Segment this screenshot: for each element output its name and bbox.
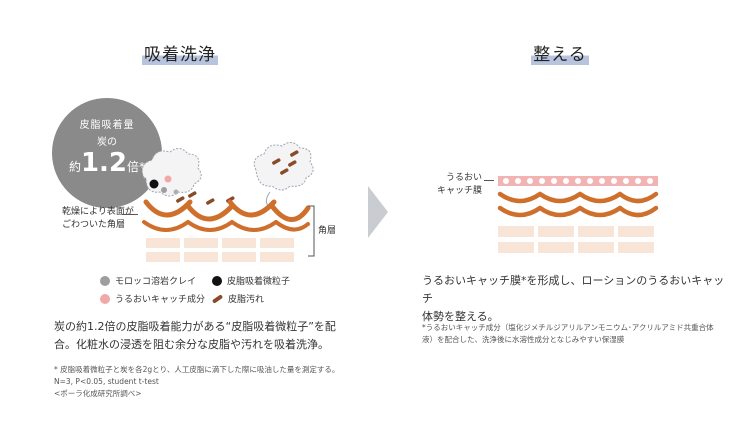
left-description: 炭の約1.2倍の皮脂吸着能力がある“皮脂吸着微粒子”を配 合。化粧水の浸透を阻む… <box>54 320 336 351</box>
left-skin-illustration <box>141 142 315 262</box>
surface-label: 乾燥により表面が ごわついた角層 <box>62 207 134 230</box>
right-description: うるおいキャッチ膜*を形成し、ローションのうるおいキャッチ 体勢を整える。 <box>422 274 725 323</box>
legend-item-sebum: 皮脂汚れ <box>211 292 264 305</box>
right-notes: *うるおいキャッチ成分（塩化ジメチルジアリルアンモニウム･アクリルアミド共重合体… <box>422 323 714 344</box>
left-heading: 吸着洗浄 <box>115 40 245 65</box>
badge-line2: 炭の <box>97 137 117 148</box>
clay-cloud-left <box>141 148 202 197</box>
brown-stick-icon <box>211 293 224 304</box>
legend-item-particle: 皮脂吸着微粒子 <box>212 274 290 287</box>
layer-bracket <box>308 205 315 257</box>
sebum-stick <box>188 191 197 198</box>
legend-item-moisture: うるおいキャッチ成分 <box>100 292 205 305</box>
clay-cloud-right <box>253 142 314 215</box>
label-pointer-line <box>122 214 138 215</box>
layer-label: 角層 <box>318 226 337 236</box>
sebum-stick <box>206 198 215 205</box>
badge-line1: 皮脂吸着量 <box>79 120 135 131</box>
scales-row-2 <box>142 220 310 232</box>
stratum-blocks-right <box>498 226 654 253</box>
moisture-film <box>498 176 658 186</box>
film-label: うるおい キャッチ膜 <box>436 173 482 196</box>
film-pointer-line <box>484 180 494 181</box>
right-skin-illustration <box>497 176 659 253</box>
stratum-blocks <box>146 238 294 262</box>
left-notes: * 皮脂吸着微粒子と炭を各2gとり、人工皮脂に滴下した際に吸油した量を測定する。… <box>54 365 340 398</box>
smooth-scales <box>497 191 659 218</box>
rough-scales-top <box>143 199 311 222</box>
badge-value: 1.2 <box>80 148 128 178</box>
gray-dot-icon <box>100 275 110 286</box>
black-dot-icon <box>212 275 222 286</box>
ratio-badge: 皮脂吸着量 炭の 約1.2倍* <box>52 98 162 208</box>
pink-dot-icon <box>100 293 110 304</box>
badge-value-line: 約1.2倍* <box>68 148 146 178</box>
legend-item-clay: モロッコ溶岩クレイ <box>100 274 196 287</box>
sebum-stick <box>176 196 185 203</box>
right-heading: 整える <box>495 40 625 65</box>
next-step-arrow-icon <box>368 186 388 238</box>
